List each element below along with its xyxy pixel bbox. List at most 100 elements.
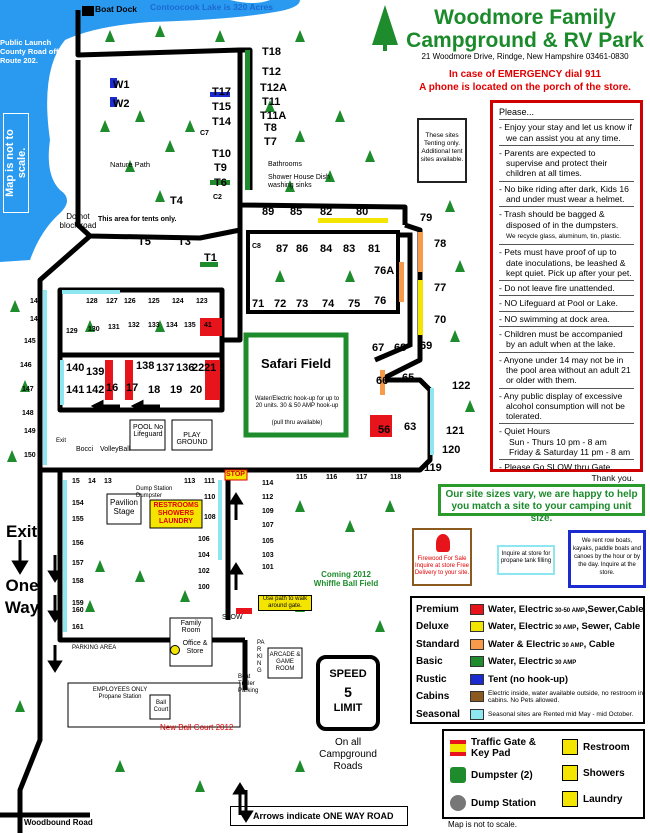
bottom-not-to-scale: Map is not to scale. (448, 820, 517, 829)
dump-station-icon (450, 795, 466, 811)
traffic-gate-mark (236, 608, 252, 614)
site-label: T4 (170, 195, 183, 207)
bocci-label: Bocci (76, 446, 94, 453)
site-label: 17 (126, 382, 139, 394)
one-way-arrows (11, 399, 254, 823)
site-label: T15 (212, 101, 231, 113)
legend-desc: Electric inside, water available outside… (488, 689, 643, 704)
legend-desc: Water, Electric 30 AMP (488, 656, 577, 667)
rule-item: - Do not leave fire unattended. (499, 280, 634, 295)
site-label: 140 (66, 362, 85, 374)
site-label: 125 (148, 298, 160, 305)
legend-swatch (470, 603, 484, 615)
site-label: T14 (212, 116, 231, 128)
lake-label: Contoocook Lake is 320 Acres (150, 2, 273, 12)
boat-dock-label: Boat Dock (95, 4, 138, 14)
site-label: 156 (72, 540, 84, 547)
site-label: 137 (156, 362, 175, 374)
site-label: 87 (276, 243, 289, 255)
legend-name: Premium (416, 603, 459, 615)
firewood-label: Firewood For Sale Inquire at store Free … (414, 556, 470, 576)
rule-item: - Quiet Hours Sun - Thurs 10 pm - 8 am F… (499, 423, 634, 459)
rule-item: - NO Lifeguard at Pool or Lake. (499, 295, 634, 310)
tent-area-note: This area for tents only. (98, 216, 177, 223)
stop-label: STOP (226, 471, 245, 478)
legend-desc: Water, Electric 30-50 AMP,Sewer,Cable (488, 603, 644, 615)
site-label: 111 (204, 478, 215, 485)
site-label: 16 (106, 382, 119, 394)
shower-house-label: Shower House Dish washing sinks (268, 174, 330, 189)
site-label: 85 (290, 206, 303, 218)
site-label: 127 (106, 298, 118, 305)
site-label: 138 (136, 360, 155, 372)
amenities-legend: Traffic Gate & Key Pad Dumpster (2) Dump… (442, 729, 645, 819)
legend-swatch (470, 656, 484, 667)
parking-vertical: PARKING (257, 640, 265, 674)
site-label: 14 (88, 478, 96, 485)
rule-item: - Any public display of excessive alcoho… (499, 387, 634, 424)
site-label: 77 (434, 282, 447, 294)
address: 21 Woodmore Drive, Rindge, New Hampshire… (421, 52, 629, 61)
legend-desc: Tent (no hook-up) (488, 673, 569, 685)
legend-name: Standard (416, 638, 460, 650)
site-label: 107 (262, 522, 274, 529)
site-label: 149 (24, 428, 36, 435)
restrooms-label: RESTROOMS SHOWERS LAUNDRY (153, 502, 199, 525)
fire-icon (436, 534, 450, 552)
safari-field-name: Safari Field (260, 356, 332, 371)
slow-label: SLOW (222, 614, 243, 621)
safari-pull-thru: (pull thru available) (271, 420, 323, 426)
site-label: 13 (104, 478, 112, 485)
site-label: T12 (262, 66, 281, 78)
arcade-label: ARCADE & GAME ROOM (269, 652, 301, 672)
site-label: W1 (113, 79, 130, 91)
site-label: 117 (356, 474, 368, 481)
site-label: 159 (72, 600, 84, 607)
rule-item: - Parents are expected to supervise and … (499, 144, 634, 181)
site-label: 41 (204, 322, 212, 329)
site-label: 70 (434, 314, 447, 326)
site-label: 100 (198, 584, 210, 591)
site-label: T8 (264, 122, 277, 134)
speed-note: On all Campground Roads (319, 737, 377, 772)
site-strips (105, 50, 423, 437)
site-label: 66 (376, 375, 389, 387)
site-label: 157 (72, 560, 84, 567)
site-label: 79 (420, 212, 433, 224)
cabin-icon (470, 691, 484, 702)
site-label: 142 (86, 384, 105, 396)
volleyball-label: VolleyBall (100, 446, 131, 453)
site-label: 118 (390, 474, 402, 481)
rules-heading: Please... (499, 107, 535, 117)
site-label: 158 (72, 578, 84, 585)
do-not-block-label: Do not block road (59, 212, 97, 230)
pavilion-label: Pavilion Stage (109, 498, 138, 516)
site-label: 68 (394, 342, 407, 354)
site-label: T17 (212, 86, 231, 98)
site-label: 128 (86, 298, 98, 305)
title-line2: Campground & RV Park (406, 29, 644, 52)
safari-field-details: Water/Electric hook-up for up to 20 unit… (254, 396, 340, 409)
site-label: 65 (402, 372, 415, 384)
legend-swatch (470, 673, 484, 685)
site-label: 105 (262, 538, 274, 545)
rule-item: - Trash should be bagged & disposed of i… (499, 206, 634, 244)
site-label: C7 (200, 130, 209, 137)
site-label: 120 (442, 444, 461, 456)
site-label: 78 (434, 238, 447, 250)
woodbound-road-label: Woodbound Road (24, 818, 93, 827)
quiet-weekday: Sun - Thurs 10 pm - 8 am (509, 436, 607, 447)
legend-desc: Water, Electric 30 AMP, Sewer, Cable (488, 621, 641, 632)
site-label: 109 (262, 508, 274, 515)
site-label: 101 (262, 564, 274, 571)
site-label: 132 (128, 322, 140, 329)
family-room (169, 617, 213, 667)
site-label: 86 (296, 243, 309, 255)
roads (0, 10, 433, 833)
site-label: 154 (72, 500, 84, 507)
emergency-line2: A phone is located on the porch of the s… (419, 82, 631, 93)
site-label: 122 (452, 380, 471, 392)
